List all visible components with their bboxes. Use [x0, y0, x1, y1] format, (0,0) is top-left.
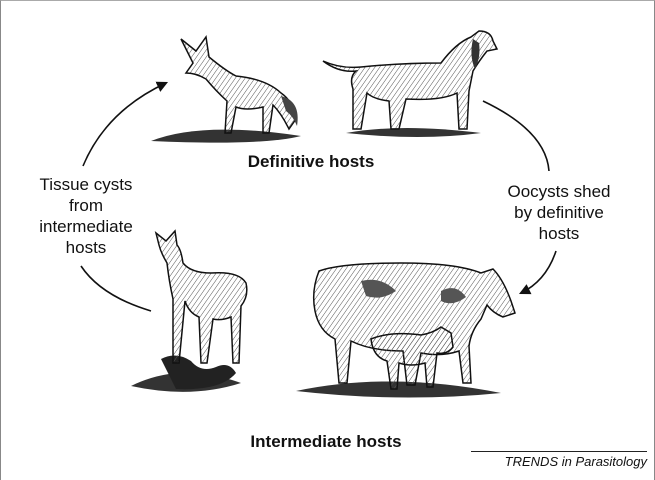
oocysts-line-2: by definitive	[486, 202, 632, 223]
tissue-cysts-line-1: Tissue cysts	[19, 174, 153, 195]
oocysts-shed-label: Oocysts shed by definitive hosts	[486, 181, 632, 244]
dog-icon	[323, 31, 497, 137]
oocysts-line-1: Oocysts shed	[486, 181, 632, 202]
tissue-cysts-line-4: hosts	[19, 237, 153, 258]
definitive-hosts-label: Definitive hosts	[216, 151, 406, 172]
arrow-right-to-cow	[521, 251, 556, 293]
tissue-cysts-line-2: from	[19, 195, 153, 216]
coyote-icon	[151, 37, 301, 143]
intermediate-hosts-label: Intermediate hosts	[211, 431, 441, 452]
tissue-cysts-label: Tissue cysts from intermediate hosts	[19, 174, 153, 258]
journal-credit: TRENDS in Parasitology	[471, 451, 647, 469]
arrow-left-up	[83, 83, 166, 166]
oocysts-line-3: hosts	[486, 223, 632, 244]
arrow-right-down	[483, 101, 549, 171]
cow-icon	[296, 263, 515, 398]
tissue-cysts-line-3: intermediate	[19, 216, 153, 237]
arrow-left-down	[81, 266, 151, 311]
